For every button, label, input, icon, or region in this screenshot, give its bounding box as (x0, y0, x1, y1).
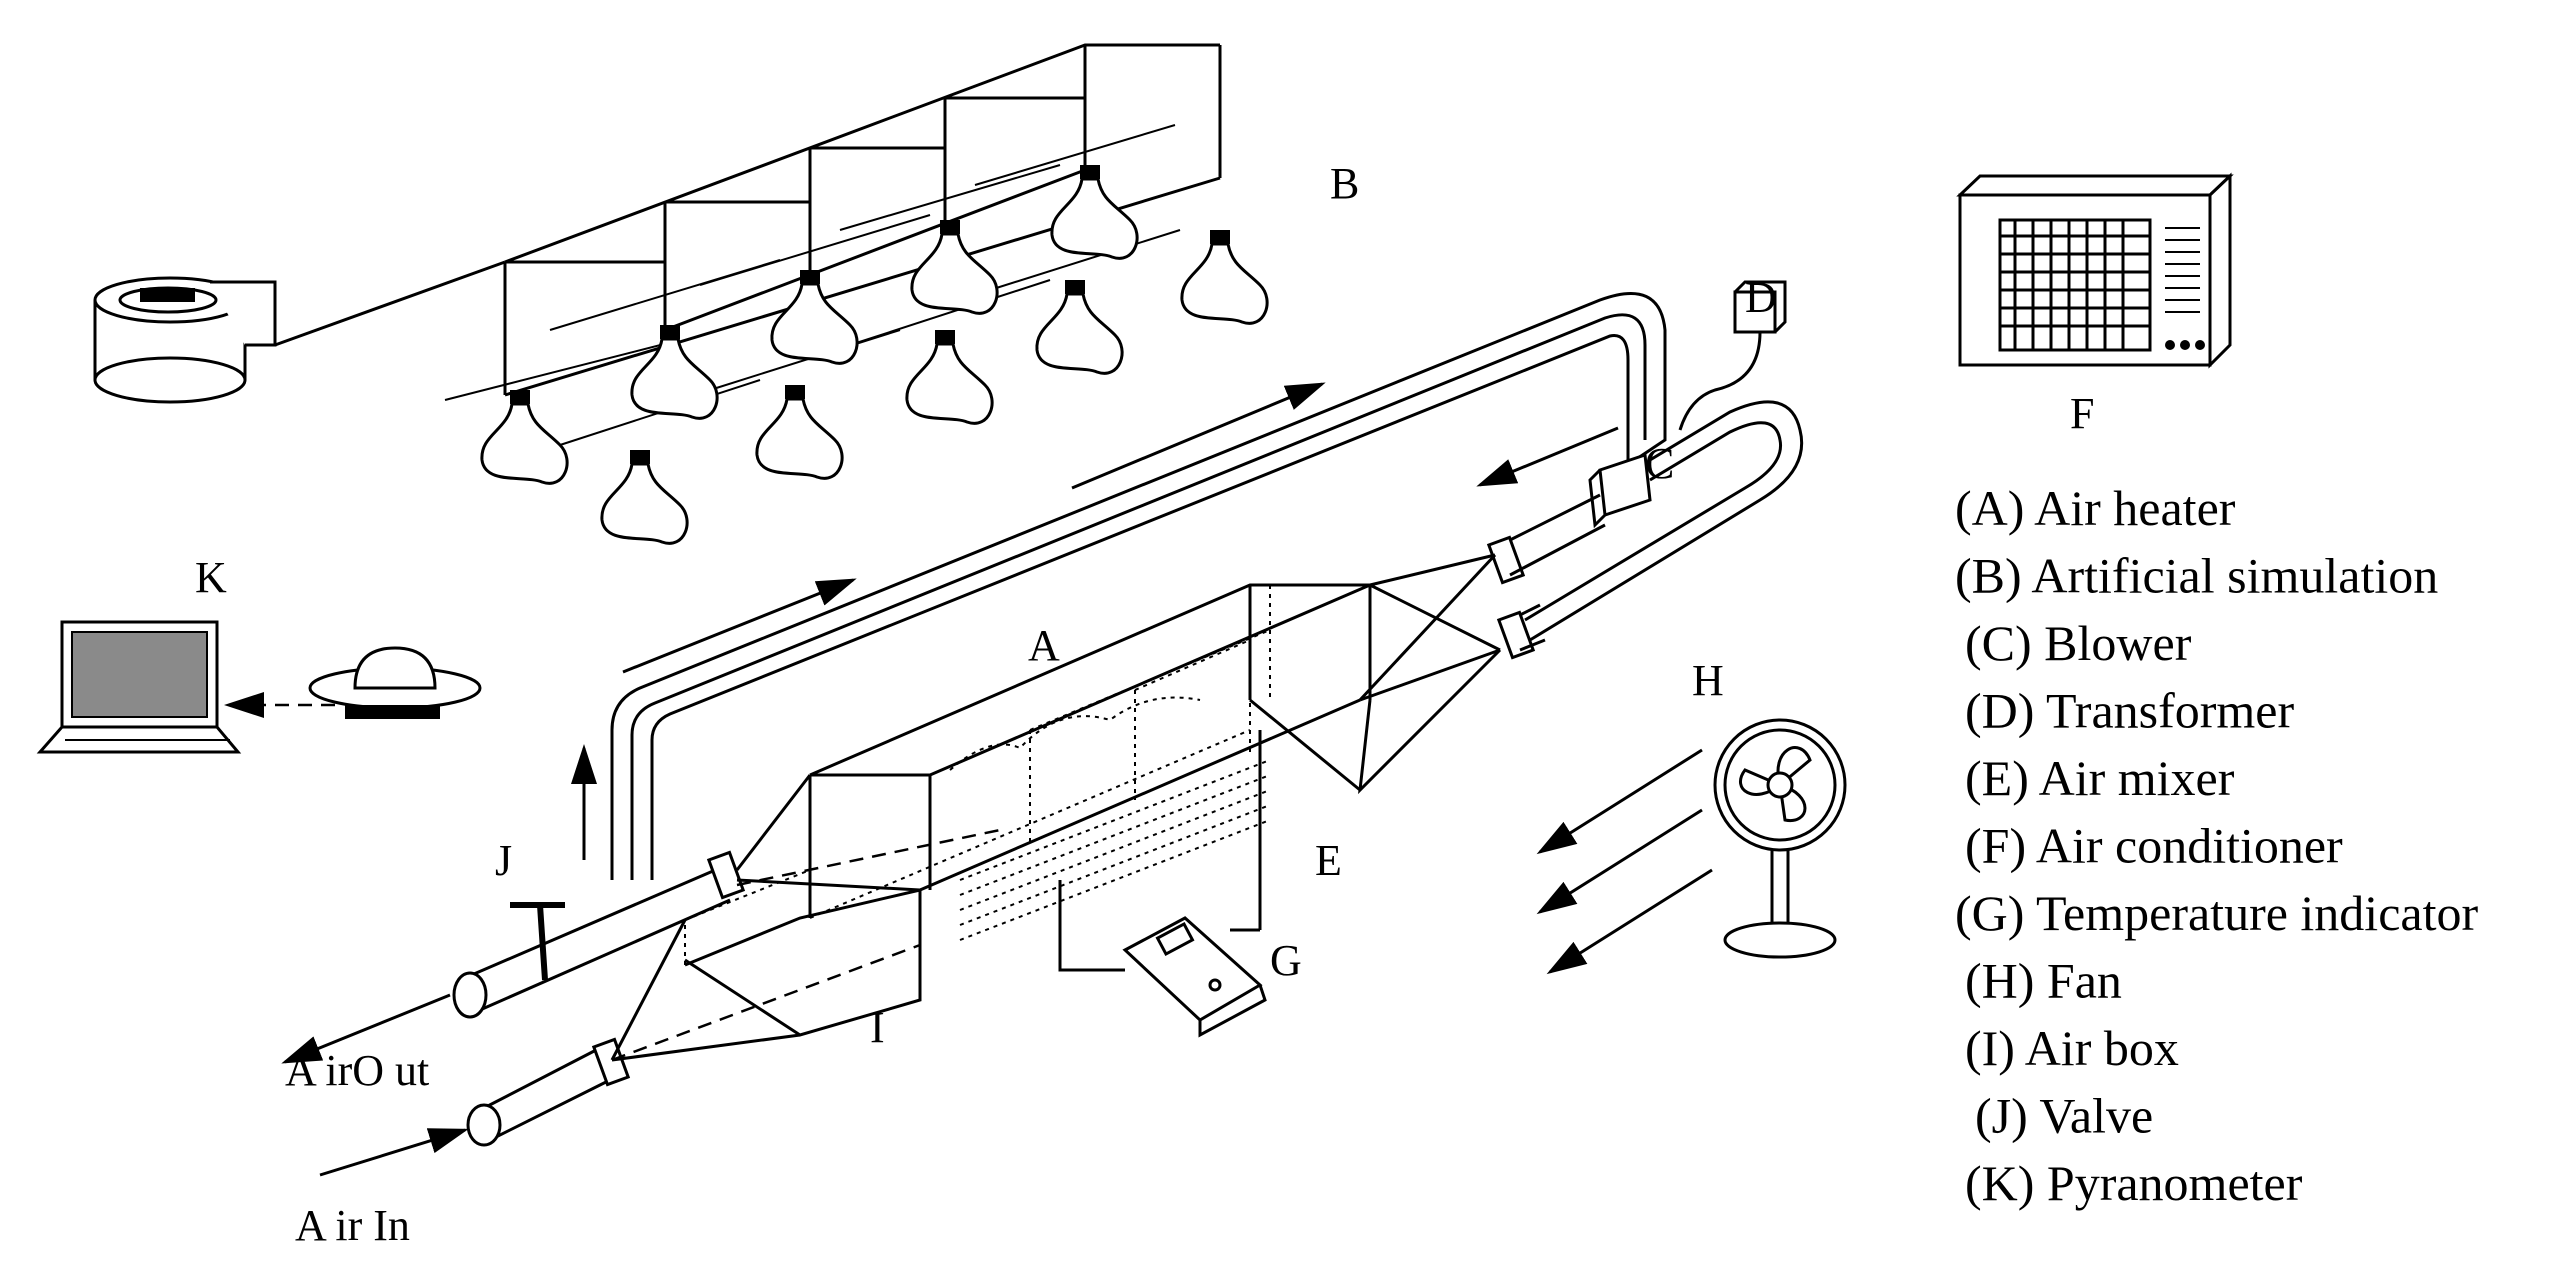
air-conditioner-icon (1956, 172, 2234, 369)
duct-system (452, 493, 1606, 1147)
lamp-frame (444, 43, 1222, 446)
legend-item: (C) Blower (1965, 615, 2192, 671)
return-pipe (610, 292, 1804, 880)
legend-item: (J) Valve (1975, 1088, 2153, 1144)
label-e: E (1315, 836, 1342, 885)
diagram-labels: B A D C E G I J K H F A irO ut A ir In (195, 159, 2094, 1250)
lamp-icon (480, 165, 1269, 545)
label-i: I (870, 1003, 885, 1052)
label-j: J (495, 836, 512, 885)
label-g: G (1270, 936, 1302, 985)
label-air-out: A irO ut (285, 1046, 429, 1095)
label-air-in: A ir In (295, 1201, 410, 1250)
label-h: H (1692, 656, 1724, 705)
label-d: D (1745, 273, 1777, 322)
legend-item: (D) Transformer (1965, 683, 2294, 739)
valve-icon (510, 902, 565, 981)
label-k: K (195, 553, 227, 602)
legend-item: (K) Pyranometer (1965, 1155, 2303, 1211)
legend-item: (E) Air mixer (1965, 750, 2235, 806)
legend-item: (G) Temperature indicator (1955, 885, 2478, 941)
legend-item: (F) Air conditioner (1965, 818, 2343, 874)
legend-item: (A) Air heater (1955, 480, 2236, 536)
blower-icon (93, 276, 277, 404)
transformer-icon (1678, 280, 1787, 431)
legend-item: (H) Fan (1965, 953, 2122, 1009)
label-a: A (1028, 621, 1060, 670)
flow-arrows (281, 382, 1713, 1177)
pyranometer-icon (308, 646, 482, 719)
legend-item: (B) Artificial simulation (1955, 548, 2438, 604)
label-f: F (2070, 389, 2094, 438)
legend: (A) Air heater (B) Artificial simulation (… (1955, 480, 2478, 1211)
fan-icon (1713, 718, 1847, 959)
laptop-icon (36, 620, 242, 754)
temperature-indicator-icon (1058, 880, 1267, 1038)
legend-item: (I) Air box (1965, 1020, 2179, 1076)
label-b: B (1330, 159, 1359, 208)
label-c: C (1645, 439, 1674, 488)
blower-c (1588, 452, 1652, 529)
